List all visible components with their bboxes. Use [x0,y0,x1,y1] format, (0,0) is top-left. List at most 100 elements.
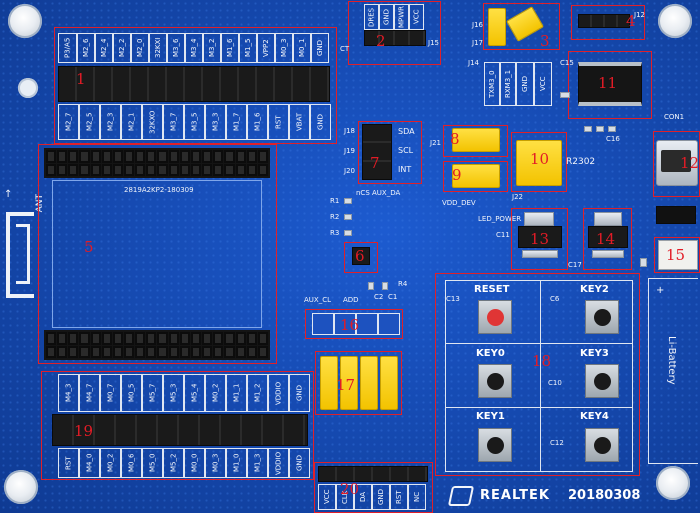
serial-ic-chip [578,62,642,106]
pin-label: M2_1 [121,104,142,140]
pin-header-top-mid [364,30,426,46]
regulator-14-legs [592,250,624,258]
pin-label: M0_6 [121,448,142,478]
pin-label: 32KXI [149,33,167,63]
jumper-17c[interactable] [360,356,378,410]
j19-label: J19 [344,147,355,155]
key0-button[interactable] [478,364,512,398]
pin-label: M0_2 [100,448,121,478]
pin-label: VCC [409,4,424,30]
header-top-mid-labels: DRES GND MPWR VCC [364,4,424,30]
annotation-box-11 [568,51,652,119]
j21-label: J21 [430,139,441,147]
header-bottom-mid-labels: VCC CLK DA GND RST NC [318,484,426,510]
jumper-3a[interactable] [488,8,506,46]
battery-outline [648,278,698,464]
annotation-number-4: 4 [626,12,636,30]
pin-label: M0_2 [205,374,226,412]
button-grid-divider-h1 [445,343,633,344]
pin-label: VCC [318,484,336,510]
annotation-box-8 [443,125,508,157]
key3-button[interactable] [585,364,619,398]
key2-button-cap [594,309,611,326]
key2-label: KEY2 [580,284,609,295]
ant-arrow: ↑ [4,189,13,200]
pin-label: M1_1 [226,374,247,412]
key1-button[interactable] [478,428,512,462]
key1-label: KEY1 [476,411,505,422]
button-grid-divider-v [540,280,541,472]
capacitor-c1 [382,282,388,290]
sda-label: SDA [398,127,415,136]
pin-label: GND [289,374,310,412]
pin-label: M5_3 [163,374,184,412]
annotation-box-13 [511,208,568,270]
pin-label: RST [58,448,79,478]
regulator-13-legs [522,250,558,258]
header-bottom-upper-labels: M4_3 M4_7 M0_7 M0_5 M5_7 M5_3 M5_4 M0_2 … [58,374,310,412]
pin-label: MPWR [394,4,409,30]
button-grid-outline [445,280,633,472]
aux-cl-label: AUX_CL [304,296,331,304]
pin-label: M1_6 [221,33,239,63]
annotation-box-7 [358,121,422,184]
int-label: INT [398,165,412,174]
annotation-number-13: 13 [530,230,550,248]
ct-label: CT [340,45,350,53]
key4-label: KEY4 [580,411,609,422]
annotation-number-1: 1 [76,70,86,88]
smd-capacitor [560,92,570,98]
mounting-hole-bottom-right [656,466,690,500]
battery-connector[interactable] [658,240,698,270]
annotation-box-1 [54,27,337,144]
jumper-10[interactable] [516,140,562,186]
jumper-17d[interactable] [380,356,398,410]
pin-label: M4_0 [79,448,100,478]
reset-button-cap [487,309,504,326]
annotation-number-20: 20 [340,480,360,498]
header-top-upper-labels: P3/A5 M2_6 M2_4 M2_2 M2_0 32KXI M3_6 M3_… [58,33,329,63]
pin-label: M0_1 [293,33,311,63]
key4-button[interactable] [585,428,619,462]
resistor-r1 [344,198,352,204]
reset-button[interactable] [478,300,512,334]
jumper-17b[interactable] [340,356,358,410]
annotation-box-2 [348,1,441,65]
pin-label: M3_7 [163,104,184,140]
j12-label: J12 [634,11,645,19]
pin-label: GND [310,104,331,140]
pin-label: M2_6 [77,33,95,63]
jumper-17a[interactable] [320,356,338,410]
annotation-box-9 [443,161,508,192]
mounting-hole-top-left [8,4,42,38]
key2-button[interactable] [585,300,619,334]
annotation-box-14 [583,208,632,270]
pin-label: M1_5 [239,33,257,63]
jumper-9[interactable] [452,164,500,188]
sensor-chip [352,247,370,265]
pin-header-bottom-left [52,414,308,446]
j14-label: J14 [468,59,479,67]
j16-label: J16 [472,21,483,29]
c12-label: C12 [550,439,564,447]
regulator-13 [518,226,562,248]
pin-label: GND [311,33,329,63]
pin-label: M4_7 [79,374,100,412]
key3-button-cap [594,373,611,390]
pin-label: M2_5 [79,104,100,140]
r3-label: R3 [330,229,340,237]
annotation-number-12: 12 [680,154,700,172]
pin-label: VDDIO [268,448,289,478]
pin-label: M2_2 [113,33,131,63]
switch-component[interactable] [656,206,696,224]
mounting-hole-top-right [658,4,692,38]
antenna-trace [6,212,34,298]
pin-label: M2_0 [131,33,149,63]
annotation-box-18 [435,273,640,476]
pin-label: VCC [534,62,552,106]
annotation-box-4 [571,5,645,40]
regulator-13-tab [524,212,554,226]
brand-label: REALTEK [480,488,550,503]
jumper-8[interactable] [452,128,500,152]
annotation-number-15: 15 [666,246,686,264]
